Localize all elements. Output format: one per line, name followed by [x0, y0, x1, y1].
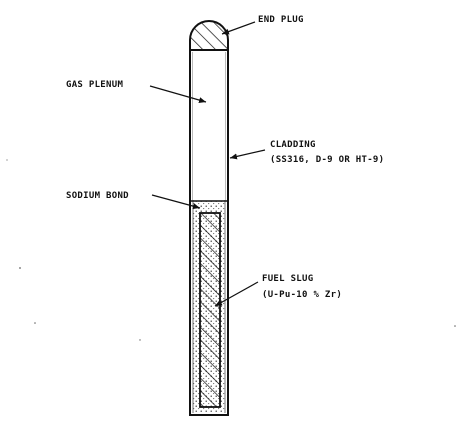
- cladding-leader: [229, 149, 266, 160]
- sodium-bond-leader: [151, 194, 201, 210]
- scan-specks: [6, 159, 456, 341]
- cladding-label: CLADDING: [270, 140, 316, 150]
- fuel-slug-label: FUEL SLUG: [262, 274, 314, 284]
- end-plug-leader: [221, 21, 256, 35]
- end-plug-label: END PLUG: [258, 15, 304, 25]
- cladding-materials-label: (SS316, D-9 OR HT-9): [270, 155, 385, 165]
- end-plug: [189, 20, 229, 51]
- gas-plenum-label: GAS PLENUM: [66, 80, 124, 90]
- gas-plenum-leader: [149, 85, 207, 103]
- fuel-slug-leader: [214, 281, 259, 307]
- fuel-slug: [199, 212, 221, 408]
- gas-plenum-region: [193, 52, 225, 200]
- fuel-composition-label: (U-Pu-10 % Zr): [262, 290, 343, 300]
- sodium-bond-label: SODIUM BOND: [66, 191, 129, 201]
- leader-lines: [149, 21, 266, 307]
